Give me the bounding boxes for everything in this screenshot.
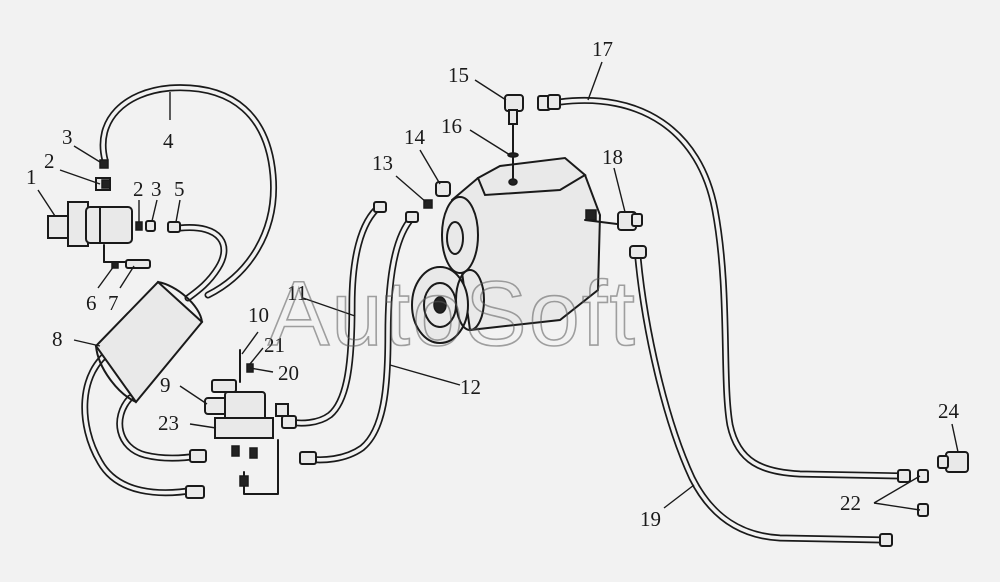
- hose-19: [634, 254, 889, 544]
- fittings-13-14: [373, 181, 451, 223]
- watermark-text: AutoSoft: [268, 263, 637, 365]
- fitting-18: [617, 211, 643, 231]
- callout-2-second: 2: [133, 177, 144, 201]
- callout-3: 3: [62, 125, 73, 149]
- fittings-22-24: [879, 451, 969, 547]
- callout-22: 22: [840, 491, 861, 515]
- callout-12: 12: [460, 375, 481, 399]
- callout-3-second: 3: [151, 177, 162, 201]
- callout-9: 9: [160, 373, 171, 397]
- callout-14: 14: [404, 125, 426, 149]
- callout-15: 15: [448, 63, 469, 87]
- callouts: 1 2 3 4 2 3 5 6 7 8 9 10 11 12 13 14 15 …: [26, 37, 960, 531]
- hose-5: [176, 224, 228, 302]
- callout-1: 1: [26, 165, 37, 189]
- bolts-6-7: [111, 259, 151, 269]
- hose-12: [304, 214, 416, 464]
- callout-17: 17: [592, 37, 613, 61]
- callout-5: 5: [174, 177, 185, 201]
- callout-24: 24: [938, 399, 960, 423]
- callout-23: 23: [158, 411, 179, 435]
- callout-20: 20: [278, 361, 299, 385]
- callout-4: 4: [163, 129, 174, 153]
- callout-10: 10: [248, 303, 269, 327]
- callout-8: 8: [52, 327, 63, 351]
- fitting-17-end: [537, 94, 561, 111]
- fittings-2-3: [135, 220, 181, 233]
- callout-18: 18: [602, 145, 623, 169]
- canister-part-8: [94, 280, 204, 404]
- callout-7: 7: [108, 291, 119, 315]
- callout-6: 6: [86, 291, 97, 315]
- callout-2: 2: [44, 149, 55, 173]
- fitting-19-top: [629, 245, 647, 259]
- hose-end-fittings-left: [185, 415, 317, 499]
- hose-left-mid: [116, 394, 202, 462]
- hose-17: [556, 96, 909, 480]
- callout-11: 11: [287, 281, 307, 305]
- hose-left-lower: [81, 346, 199, 497]
- fitting-15-16: [504, 94, 524, 179]
- hose-4: [99, 84, 278, 299]
- compressor-body: [411, 156, 626, 344]
- leader-lines: [37, 61, 959, 511]
- valve-block-9-23: [204, 349, 289, 495]
- callout-13: 13: [372, 151, 393, 175]
- callout-16: 16: [441, 114, 462, 138]
- callout-19: 19: [640, 507, 661, 531]
- hose-11: [286, 202, 384, 427]
- callout-21: 21: [264, 333, 285, 357]
- valve-part-1: [47, 159, 133, 263]
